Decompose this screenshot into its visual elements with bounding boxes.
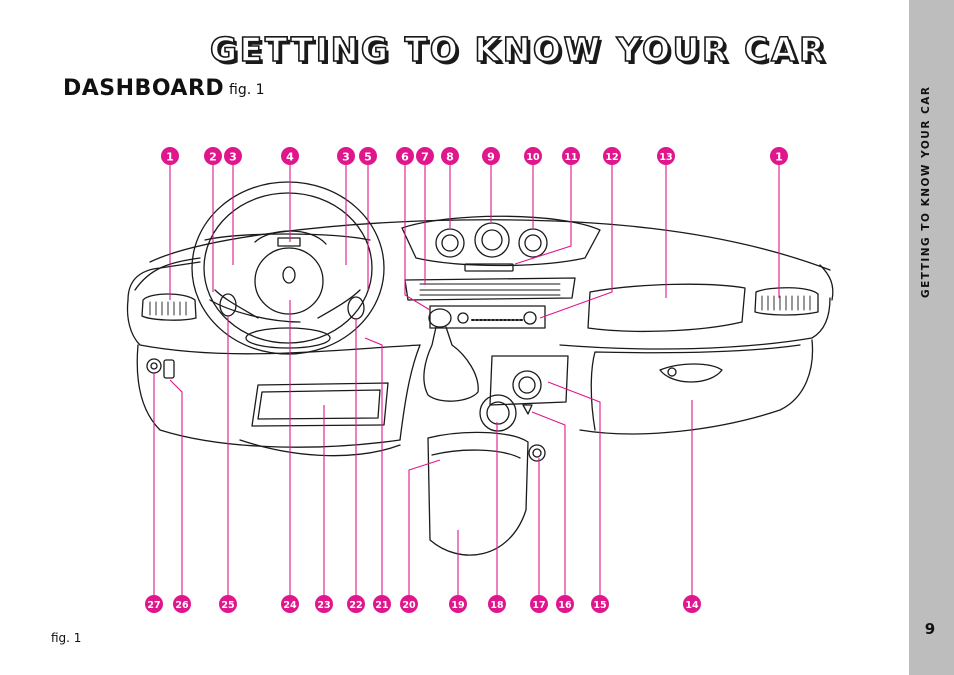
steering-column [245, 327, 331, 349]
callout-7: 7 [416, 147, 434, 165]
svg-text:25: 25 [221, 600, 234, 611]
headlamp-alignment-knob [146, 358, 162, 374]
climate-control-panel [489, 355, 569, 406]
callout-27: 27 [145, 595, 163, 613]
svg-text:17: 17 [532, 600, 545, 611]
callout-20: 20 [400, 595, 418, 613]
instrument-binnacle [401, 215, 601, 267]
callout-8: 8 [441, 147, 459, 165]
left-stalk-control [219, 293, 237, 317]
svg-text:19: 19 [451, 600, 464, 611]
callout-16: 16 [556, 595, 574, 613]
fan-knob [479, 394, 517, 432]
left-air-vent [141, 293, 197, 321]
callout-24: 24 [281, 595, 299, 613]
right-stalk-control [347, 296, 365, 320]
callout-17: 17 [530, 595, 548, 613]
glovebox-panel [579, 339, 814, 435]
gear-knob [428, 308, 452, 328]
svg-text:1: 1 [166, 151, 174, 164]
display-panel [464, 263, 514, 272]
svg-text:18: 18 [490, 600, 504, 611]
gauge-right [518, 228, 548, 258]
svg-text:9: 9 [487, 151, 495, 164]
steering-wheel-hub [254, 247, 324, 315]
callout-15: 15 [591, 595, 609, 613]
console-storage [427, 431, 529, 556]
svg-text:23: 23 [317, 600, 330, 611]
callout-11: 11 [562, 147, 580, 165]
svg-text:15: 15 [593, 600, 606, 611]
svg-text:7: 7 [421, 151, 429, 164]
svg-text:20: 20 [402, 600, 416, 611]
svg-text:12: 12 [605, 152, 618, 163]
section-heading: DASHBOARD [63, 76, 225, 101]
brand-badge [282, 266, 296, 284]
callout-3-left: 3 [224, 147, 242, 165]
gauge-speedometer [474, 222, 510, 258]
section-figure-ref: fig. 1 [229, 82, 265, 98]
callout-4: 4 [281, 147, 299, 165]
callout-22: 22 [347, 595, 365, 613]
svg-text:14: 14 [685, 600, 699, 611]
callout-13: 13 [657, 147, 675, 165]
glovebox-handle [659, 363, 723, 383]
callout-12: 12 [603, 147, 621, 165]
callout-3-right: 3 [337, 147, 355, 165]
lower-left-panel [136, 344, 401, 448]
callout-5: 5 [359, 147, 377, 165]
central-vents [404, 277, 576, 301]
callout-21: 21 [373, 595, 391, 613]
right-air-vent [754, 287, 819, 316]
ignition-lock [528, 444, 546, 462]
svg-text:1: 1 [775, 151, 783, 164]
svg-text:2: 2 [209, 151, 217, 164]
bottom-callouts: 27 26 25 24 23 22 21 20 19 18 17 16 15 1… [145, 595, 701, 613]
callout-1-left: 1 [161, 147, 179, 165]
callout-2: 2 [204, 147, 222, 165]
svg-text:26: 26 [175, 600, 189, 611]
hazard-button [522, 404, 533, 415]
svg-text:4: 4 [286, 151, 294, 164]
svg-text:21: 21 [375, 600, 388, 611]
callout-1-right: 1 [770, 147, 788, 165]
callout-19: 19 [449, 595, 467, 613]
svg-text:22: 22 [349, 600, 362, 611]
callout-26: 26 [173, 595, 191, 613]
figure-caption: fig. 1 [51, 631, 82, 645]
svg-text:10: 10 [526, 152, 540, 163]
chapter-tab-label: GETTING TO KNOW YOUR CAR [920, 85, 932, 299]
svg-text:13: 13 [659, 152, 672, 163]
svg-text:27: 27 [147, 600, 160, 611]
svg-text:8: 8 [446, 151, 454, 164]
passenger-airbag-panel [587, 283, 746, 333]
gauge-left [435, 228, 465, 258]
svg-text:3: 3 [229, 151, 237, 164]
svg-text:5: 5 [364, 151, 372, 164]
left-switch [163, 359, 175, 379]
top-callouts: 1 2 3 4 3 5 6 7 8 9 10 11 12 13 1 [161, 147, 788, 165]
svg-text:16: 16 [558, 600, 572, 611]
steering-wheel-rim [191, 181, 385, 355]
page-number: 9 [924, 620, 936, 638]
svg-text:3: 3 [342, 151, 350, 164]
dash-lower-edge [126, 299, 421, 355]
callout-18: 18 [488, 595, 506, 613]
callout-23: 23 [315, 595, 333, 613]
dash-top-edge [149, 219, 831, 271]
callout-14: 14 [683, 595, 701, 613]
svg-text:24: 24 [283, 600, 297, 611]
callout-25: 25 [219, 595, 237, 613]
svg-text:6: 6 [401, 151, 409, 164]
chapter-side-tab [909, 0, 954, 675]
storage-drawer [251, 382, 389, 427]
climate-knob [512, 370, 542, 400]
callout-10: 10 [524, 147, 542, 165]
page-title: GETTING TO KNOW YOUR CAR [209, 29, 828, 70]
svg-text:11: 11 [564, 152, 577, 163]
callout-6: 6 [396, 147, 414, 165]
callout-9: 9 [482, 147, 500, 165]
gear-boot [423, 326, 479, 402]
